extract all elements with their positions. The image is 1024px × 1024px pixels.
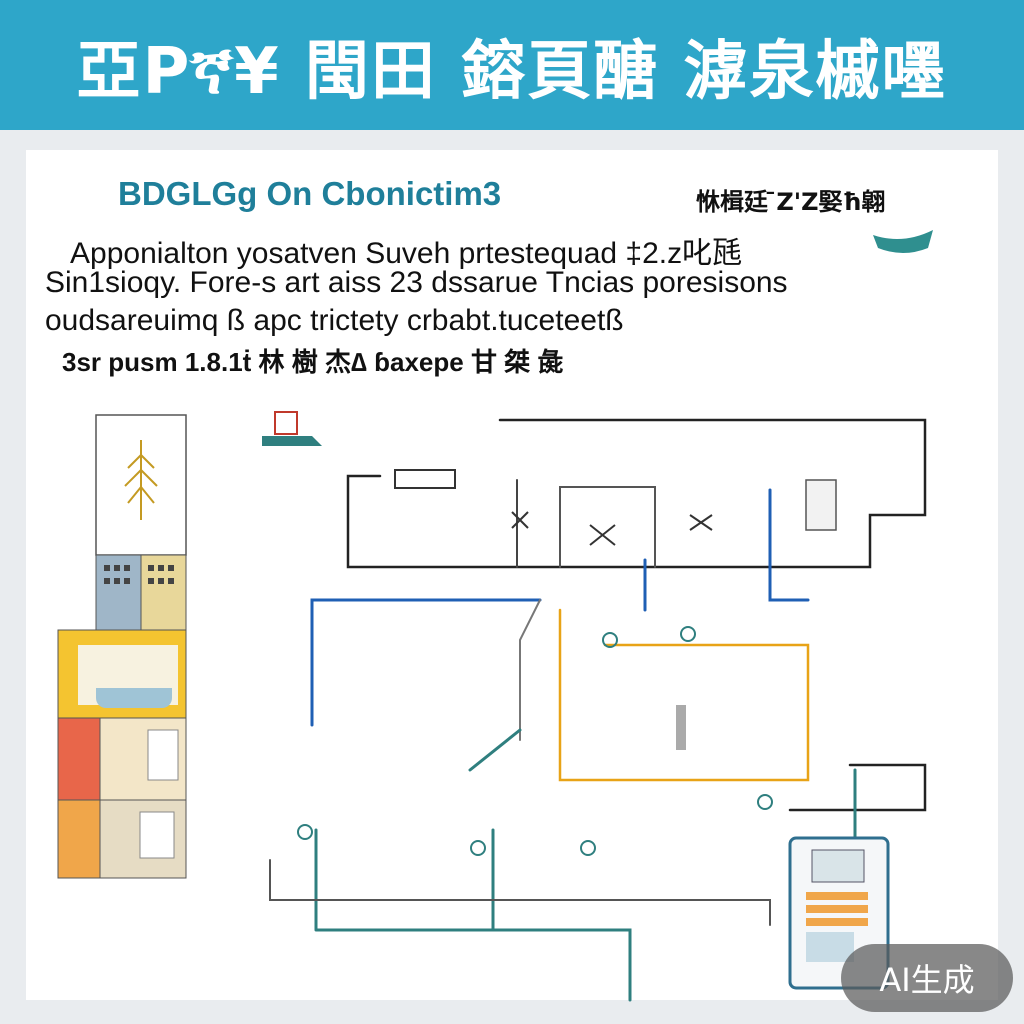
tank-icon	[805, 479, 837, 531]
ai-generated-badge: AI生成	[841, 944, 1013, 1012]
pipe-black-right	[788, 763, 927, 812]
sensor-icon	[676, 705, 686, 750]
paragraph-line-3: oudsareuimq ß apc trictety crbabt.tucete…	[45, 304, 624, 337]
cabinet-panel	[806, 932, 854, 962]
fish-icon	[873, 230, 933, 253]
tree-icon	[124, 440, 158, 520]
left-panel-stack	[57, 414, 187, 879]
paragraph-line-4: 3sr pusm 1.8.1ṫ 林 樹 杰∆ ɓaxepe 甘 桀 彘	[62, 347, 564, 377]
pipe-blue-right	[768, 488, 810, 602]
clipboard-icon	[139, 811, 175, 859]
document-icon	[147, 729, 179, 781]
pipe-network	[269, 418, 927, 1002]
paragraph-line-1: Apponialton yosatven Suveh prtestequad ‡…	[70, 237, 743, 270]
pipe-zigzag	[519, 599, 541, 741]
cabinet-screen	[811, 849, 865, 883]
pipe-orange-loop	[558, 608, 810, 782]
banner-title: 亞Pኛ¥ 閠田 鎔頁醣 滹泉槭嚜	[76, 35, 948, 109]
tile-red	[57, 717, 101, 801]
valve-icon	[511, 511, 713, 546]
devices	[262, 230, 933, 856]
paragraph-line-2: Sin1sioqy. Fore‑s art aiss 23 dssarue Tn…	[45, 266, 788, 299]
window-grid-icon	[104, 565, 174, 584]
bathtub-icon	[96, 688, 172, 708]
pipe-outer-loop	[346, 418, 927, 569]
top-banner: 亞Pኛ¥ 閠田 鎔頁醣 滹泉槭嚜	[0, 0, 1024, 130]
pump-icon	[262, 436, 322, 446]
pipe-blue-left	[310, 598, 542, 727]
pipe-grey-bottom	[269, 859, 771, 926]
diagram-headline: BDGLGg On Cbonictim3	[118, 175, 502, 212]
pipe-teal-diagonal	[468, 728, 522, 772]
pipe-inner-rect	[559, 486, 656, 568]
pipe-teal-bottom	[314, 828, 632, 1002]
cabinet-bars	[806, 892, 868, 926]
filter-icon	[394, 469, 456, 489]
gauge-icon	[297, 626, 773, 856]
tile-orange	[57, 799, 101, 879]
headline-glyphs: 恘楫廷 ̄Z'Z婜ħ翶	[696, 188, 886, 216]
pump-housing-icon	[274, 411, 298, 435]
